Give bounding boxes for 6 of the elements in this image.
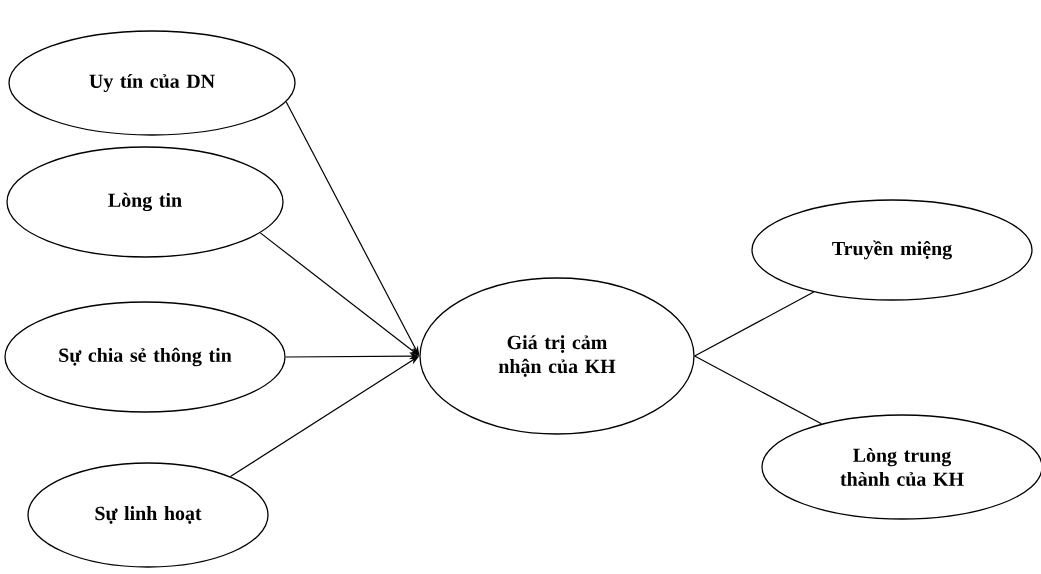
ellipse-node: Truyền miệng xyxy=(751,199,1033,301)
ellipse-node: Giá trị cảm nhận của KH xyxy=(419,277,695,435)
ellipse-node: Uy tín của DN xyxy=(8,30,296,136)
ellipse-node: Sự chia sẻ thông tin xyxy=(4,301,286,413)
ellipse-node: Lòng tin xyxy=(6,146,284,258)
ellipse-node: Sự linh hoạt xyxy=(27,462,269,568)
